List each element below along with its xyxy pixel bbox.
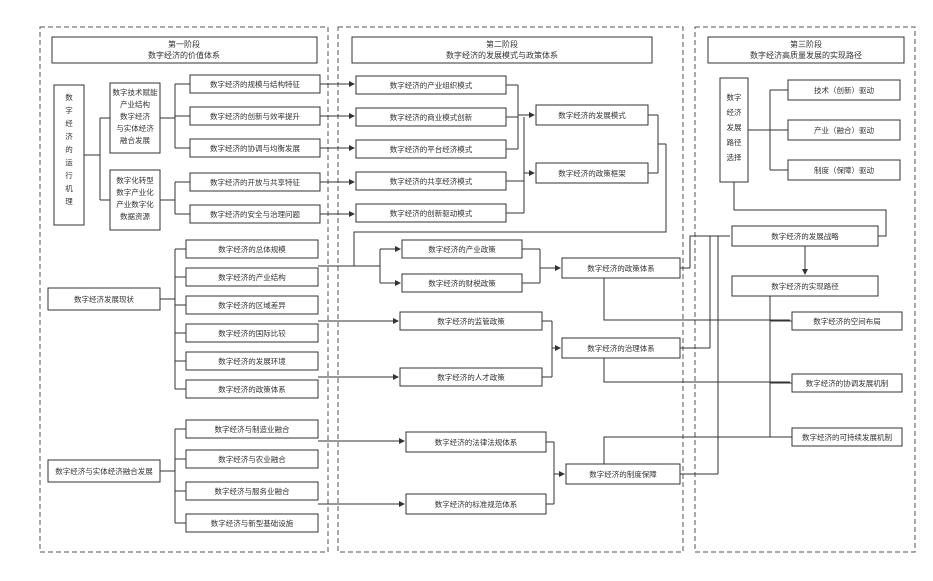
- panel2-item-a-2: 数字经济的商业模式创新: [390, 112, 473, 122]
- panel1-title-line1: 第一阶段: [168, 39, 200, 49]
- edge-p2-d-to-p3: [680, 236, 718, 474]
- panel3-root-line2: 经济: [727, 107, 742, 117]
- panel2-item-a-5: 数字经济的创新驱动模式: [390, 208, 473, 218]
- edge-p3-mid-b-items: [770, 296, 792, 437]
- panel2-merge-c: 数字经济的治理体系: [587, 343, 655, 353]
- panel2-merge-a-1: 数字经济的发展模式: [558, 110, 626, 120]
- panel1-root-char: 行: [65, 170, 73, 180]
- panel1-group-a-line2: 产业结构: [120, 99, 150, 109]
- panel1-group-a-line5: 融合发展: [120, 135, 150, 145]
- edge-p1-groupa-items: [160, 84, 190, 148]
- panel3-mid-b: 数字经济的实现路径: [771, 281, 839, 291]
- panel1-group-a-line1: 数字技术赋能: [113, 87, 158, 97]
- edge-p3-root-items: [748, 90, 788, 170]
- panel2-merge-b: 数字经济的政策体系: [587, 263, 655, 273]
- panel2-merge-a-2: 数字经济的政策框架: [558, 168, 626, 178]
- panel1-root-char: 字: [65, 105, 73, 115]
- panel1-group-a-line4: 与实体经济: [116, 123, 154, 133]
- panel1-item-a-2: 数字经济的创新与效率提升: [210, 111, 300, 121]
- panel3-root-line5: 选择: [727, 152, 742, 162]
- panel1-group-b-line2: 数字产业化: [116, 187, 154, 197]
- panel1-item-b-2: 数字经济的安全与治理问题: [210, 209, 300, 219]
- panel1-title-line2: 数字经济的价值体系: [148, 50, 220, 60]
- panel1-root-char: 济: [65, 131, 73, 141]
- panel2-title-line2: 数字经济的发展模式与政策体系: [446, 50, 558, 60]
- edge-p2-d-to-p3-b3: [604, 437, 790, 464]
- panel1-root-char: 数: [65, 92, 73, 102]
- panel1-item-d-4: 数字经济与新型基础设施: [211, 518, 294, 528]
- panel1-item-d-2: 数字经济与农业融合: [218, 454, 286, 464]
- panel1-root-char: 运: [65, 158, 73, 167]
- panel3-item-a-3: 制度（保障）驱动: [814, 165, 874, 175]
- panel2-item-c-2: 数字经济的人才政策: [437, 372, 505, 382]
- panel3-item-b-3: 数字经济的可持续发展机制: [802, 432, 892, 442]
- panel2-item-a-4: 数字经济的共享经济模式: [390, 176, 473, 186]
- edge-p1-root-groups: [84, 118, 110, 200]
- edge-p2-b-merge: [522, 249, 540, 283]
- panel3-title-line1: 第三阶段: [790, 39, 822, 49]
- panel3-root-line4: 路径: [727, 137, 742, 147]
- panel1-item-c-3: 数字经济的区域差异: [218, 300, 286, 310]
- panel1-root-char: 机: [65, 183, 73, 193]
- panel1-item-d-3: 数字经济与服务业融合: [215, 486, 290, 496]
- panel2-title-line1: 第二阶段: [486, 39, 518, 49]
- panel1-item-c-6: 数字经济的政策体系: [218, 384, 286, 394]
- panel1-group-b-line4: 数据资源: [120, 211, 150, 221]
- edge-p2-a-merge2: [506, 117, 524, 213]
- edge-p2-d-merge: [546, 442, 554, 504]
- panel1-root2-label: 数字经济发展现状: [74, 294, 134, 304]
- panel2-item-d-2: 数字经济的标准规范体系: [435, 499, 518, 509]
- panel1-root-char: 理: [65, 197, 73, 206]
- panel2-item-a-1: 数字经济的产业组织模式: [390, 80, 473, 90]
- panel1-group-a-line3: 数字经济: [120, 111, 150, 121]
- panel3-item-a-1: 技术（创新）驱动: [814, 85, 874, 95]
- panel3-title-line2: 数字经济高质量发展的实现路径: [750, 50, 862, 60]
- panel3-root-line3: 发展: [727, 122, 742, 132]
- panel1-item-a-3: 数字经济的协调与均衡发展: [210, 143, 300, 153]
- panel3-item-a-2: 产业（融合）驱动: [814, 125, 874, 135]
- panel1-item-d-1: 数字经济与制造业融合: [215, 424, 290, 434]
- edge-p2-a-merge1: [506, 85, 518, 149]
- panel1-root-label: 数字经济的运行机理: [65, 92, 73, 206]
- edge-p2-c-merge: [542, 321, 552, 377]
- panel1-root-char: 的: [65, 144, 73, 154]
- panel3-mid-a: 数字经济的发展战略: [771, 231, 839, 241]
- edge-p2-b-to-p3: [680, 236, 730, 268]
- panel2-item-a-3: 数字经济的平台经济模式: [390, 144, 473, 154]
- panel1-item-c-4: 数字经济的国际比较: [218, 328, 286, 338]
- panel1-item-c-5: 数字经济的发展环境: [218, 356, 286, 366]
- panel1-root-char: 经: [65, 118, 73, 128]
- panel1-item-a-1: 数字经济的规模与结构特征: [210, 79, 300, 89]
- panel2-item-d-1: 数字经济的法律法规体系: [435, 437, 518, 447]
- panel3-root-line1: 数字: [727, 92, 742, 102]
- edge-p1-root2-items: [160, 249, 186, 389]
- edge-p1-groupb-items: [160, 182, 190, 214]
- panel1-root3-label: 数字经济与实体经济融合发展: [55, 466, 153, 476]
- edge-p1-root3-items: [160, 429, 186, 523]
- panel3-item-b-2: 数字经济的协调发展机制: [806, 378, 889, 388]
- panel1-item-b-1: 数字经济的开放与共享特征: [210, 177, 300, 187]
- panel3-item-b-1: 数字经济的空间布局: [813, 316, 881, 326]
- edge-p1-c-to-p2-b: [318, 249, 380, 283]
- panel2-merge-d: 数字经济的制度保障: [589, 469, 657, 479]
- panel2-item-b-2: 数字经济的财税政策: [428, 278, 496, 288]
- panel2-item-c-1: 数字经济的监管政策: [437, 316, 505, 326]
- panel1-group-b-line1: 数字化转型: [116, 175, 154, 185]
- panel1-item-c-2: 数字经济的产业结构: [218, 272, 286, 282]
- panel2-item-b-1: 数字经济的产业政策: [428, 244, 496, 254]
- panel1-group-b-line3: 产业数字化: [116, 199, 154, 209]
- panel1-item-c-1: 数字经济的总体规模: [218, 244, 286, 254]
